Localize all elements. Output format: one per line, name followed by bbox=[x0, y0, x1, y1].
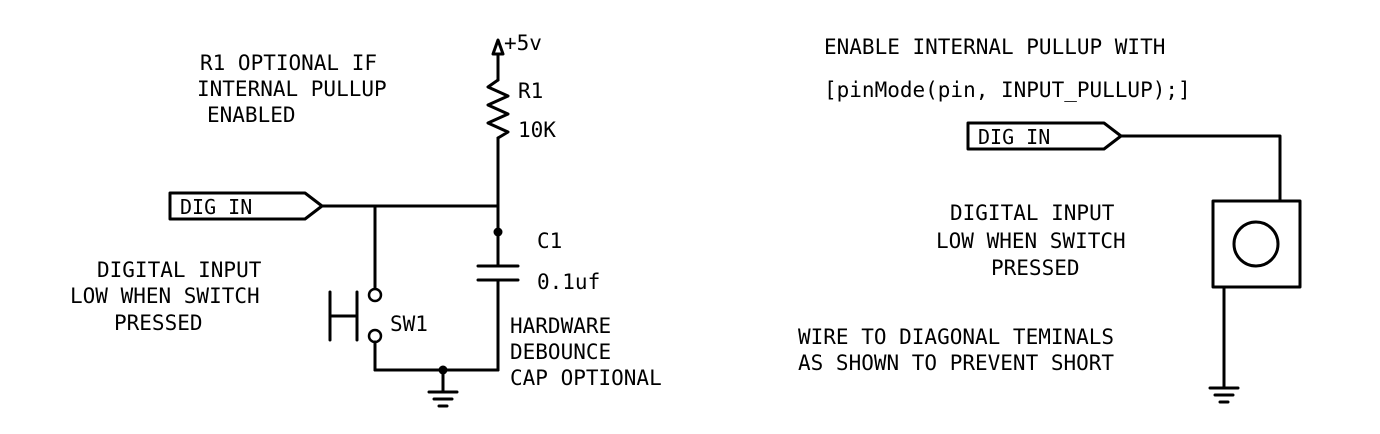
switch-contact-bottom bbox=[367, 328, 383, 344]
pushbutton-icon bbox=[1211, 199, 1302, 289]
cap-note-line-1: HARDWARE bbox=[510, 314, 611, 338]
pullup-note-line-2: [pinMode(pin, INPUT_PULLUP);] bbox=[824, 78, 1191, 102]
sw1-name: SW1 bbox=[390, 312, 428, 336]
right-input-note-line-2: LOW WHEN SWITCH bbox=[936, 229, 1126, 253]
wire-right-digin bbox=[1119, 134, 1282, 203]
pushbutton-knob-icon bbox=[1232, 220, 1280, 268]
right-ground-icon bbox=[1208, 386, 1240, 404]
supply-arrow-icon bbox=[491, 38, 505, 56]
r1-note-line-3: ENABLED bbox=[207, 103, 296, 127]
cap-note-line-3: CAP OPTIONAL bbox=[510, 366, 662, 390]
left-circuit: +5v R1 10K R1 OPTIONAL IF INTERNAL PULLU… bbox=[70, 31, 662, 408]
wire-note-line-1: WIRE TO DIAGONAL TEMINALS bbox=[798, 325, 1114, 349]
r1-value: 10K bbox=[518, 118, 556, 142]
cap-note-line-2: DEBOUNCE bbox=[510, 340, 611, 364]
r1-name: R1 bbox=[518, 79, 543, 103]
dig-in-tag-icon bbox=[168, 191, 324, 221]
right-input-note-line-1: DIGITAL INPUT bbox=[950, 201, 1115, 225]
right-dig-in-label: DIG IN bbox=[978, 125, 1050, 149]
input-note-line-3: PRESSED bbox=[114, 311, 203, 335]
supply-label: +5v bbox=[504, 31, 542, 55]
c1-name: C1 bbox=[537, 229, 562, 253]
ground-icon bbox=[427, 390, 459, 408]
input-note-line-1: DIGITAL INPUT bbox=[97, 258, 262, 282]
junction-dot bbox=[493, 227, 503, 237]
r1-note-line-1: R1 OPTIONAL IF bbox=[200, 51, 377, 75]
dig-in-label: DIG IN bbox=[180, 195, 252, 219]
r1-note-line-2: INTERNAL PULLUP bbox=[197, 77, 387, 101]
input-note-line-2: LOW WHEN SWITCH bbox=[70, 284, 260, 308]
wire-note-line-2: AS SHOWN TO PREVENT SHORT bbox=[798, 351, 1114, 375]
switch-contact-top bbox=[367, 287, 383, 303]
right-dig-in-tag-icon bbox=[966, 121, 1123, 151]
pullup-note-line-1: ENABLE INTERNAL PULLUP WITH bbox=[824, 35, 1165, 59]
right-circuit: ENABLE INTERNAL PULLUP WITH [pinMode(pin… bbox=[798, 35, 1302, 404]
c1-value: 0.1uf bbox=[537, 270, 600, 294]
right-input-note-line-3: PRESSED bbox=[991, 256, 1080, 280]
resistor-r1-icon bbox=[486, 78, 510, 140]
